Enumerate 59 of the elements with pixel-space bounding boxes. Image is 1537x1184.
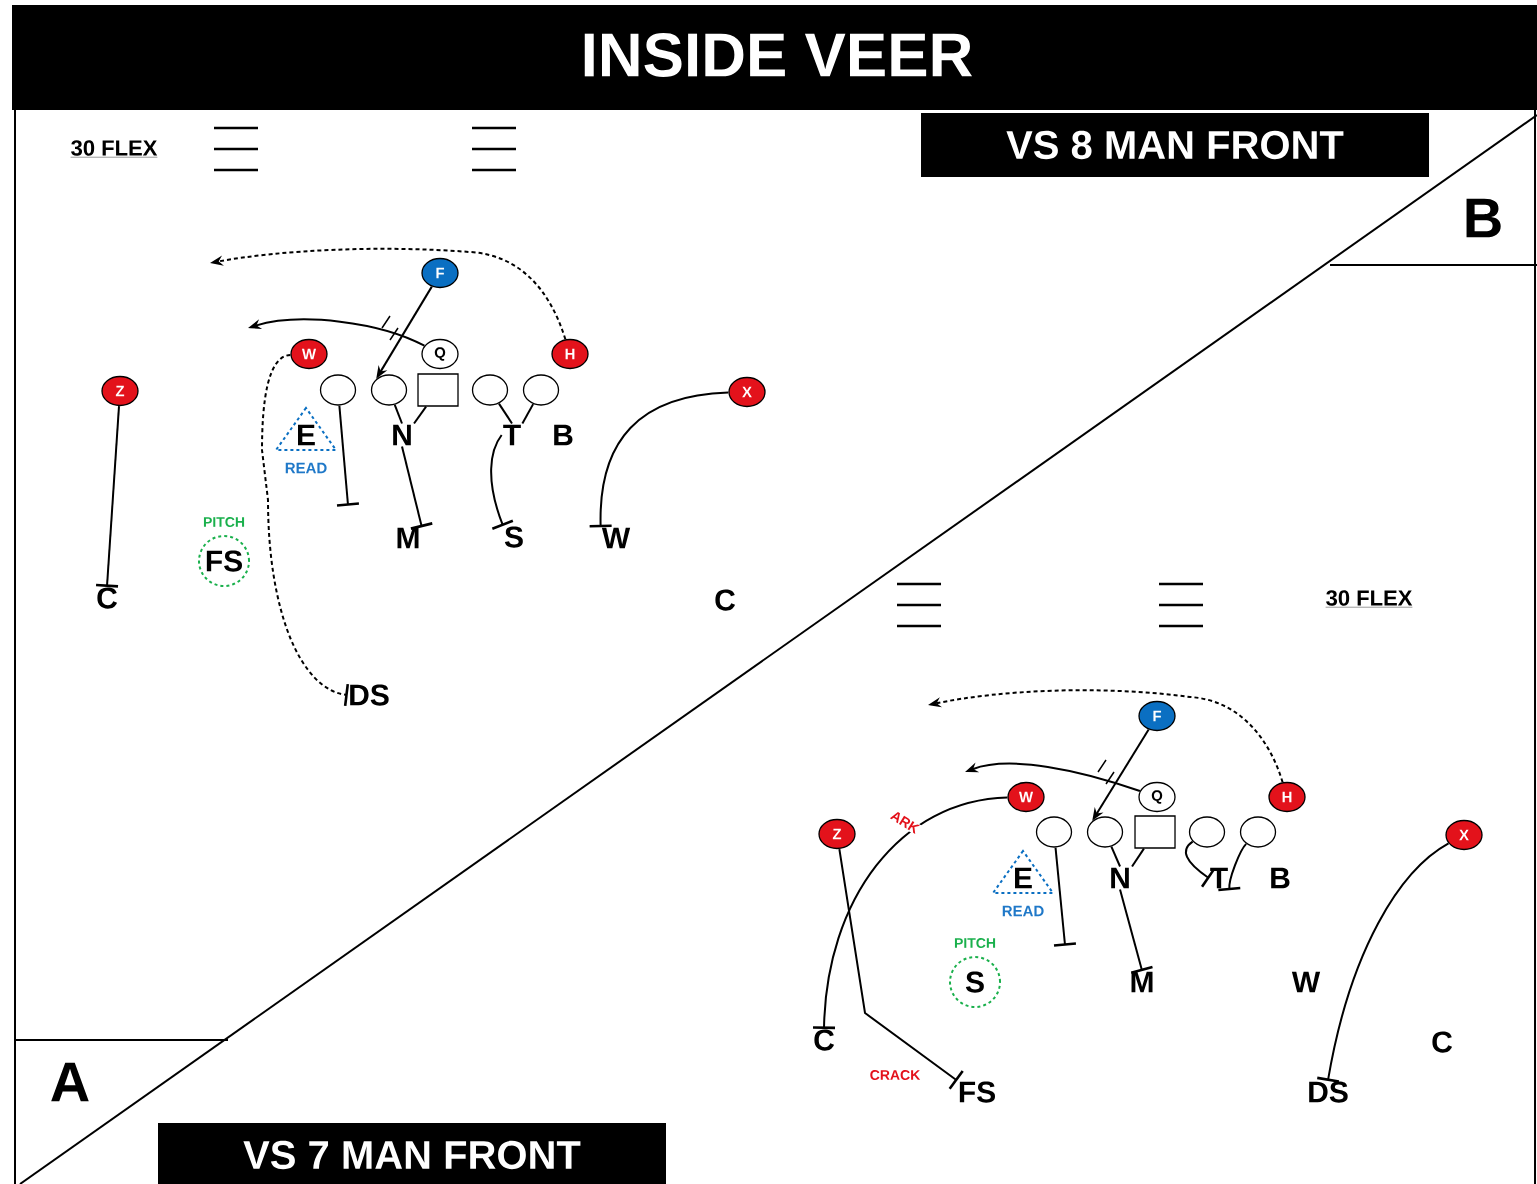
block-line — [336, 404, 360, 507]
defender-letter: C — [97, 587, 117, 609]
lineman-circle — [471, 374, 509, 406]
edge-label: CRACK — [868, 1069, 922, 1081]
defender-letter: B — [1271, 867, 1290, 889]
defender-letter: W — [1291, 971, 1321, 993]
formation-label: 30 FLEX — [70, 140, 158, 158]
block-line — [497, 402, 513, 425]
formation-label: 30 FLEX — [1325, 590, 1413, 608]
defender-letter: M — [1131, 971, 1153, 993]
title-banner: INSIDE VEER — [12, 5, 1537, 110]
pitch-label: PITCH — [203, 517, 245, 527]
defender-letter: T — [1210, 867, 1228, 889]
front-banner: VS 7 MAN FRONT — [158, 1123, 666, 1184]
block-line — [96, 405, 120, 588]
block-line — [261, 353, 350, 707]
block-line — [1110, 845, 1121, 868]
read-label: READ — [285, 462, 327, 474]
block-line — [1053, 846, 1077, 947]
panel-letter: B — [1466, 198, 1501, 238]
defender-letter: DS — [1309, 1081, 1348, 1103]
block-line — [813, 796, 1009, 1030]
block-line — [1119, 888, 1153, 975]
front-banner: VS 8 MAN FRONT — [921, 113, 1429, 177]
block-line — [1317, 842, 1450, 1083]
block-line — [838, 848, 964, 1090]
defender-letter: W — [601, 527, 631, 549]
lineman-circle — [1188, 816, 1226, 848]
defender-letter: DS — [350, 684, 389, 706]
block-line — [393, 403, 403, 425]
block-line — [490, 434, 514, 530]
edge-label: ARK — [888, 808, 922, 836]
center-square — [417, 373, 459, 407]
center-square — [1134, 815, 1176, 849]
lineman-circle — [370, 374, 408, 406]
read-label: READ — [1002, 905, 1044, 917]
defender-letter: B — [554, 424, 573, 446]
lineman-circle — [522, 374, 560, 406]
defender-letter: T — [503, 424, 521, 446]
defender-letter: S — [504, 526, 523, 548]
panel-letter: A — [51, 1062, 89, 1102]
lineman-circle — [1239, 816, 1277, 848]
defender-letter: C — [814, 1029, 834, 1051]
defender-letter: M — [397, 527, 419, 549]
block-line — [1131, 847, 1145, 868]
defender-letter: N — [393, 424, 411, 446]
block-line — [1218, 842, 1248, 892]
lineman-circle — [1086, 816, 1124, 848]
pitch-label: PITCH — [954, 938, 996, 948]
block-line — [413, 405, 428, 425]
lineman-circle — [1035, 816, 1073, 848]
defender-letter: C — [1432, 1031, 1453, 1053]
block-line — [521, 403, 535, 425]
defender-letter: C — [715, 589, 735, 611]
block-line — [589, 391, 730, 528]
lineman-circle — [319, 374, 357, 406]
block-line — [401, 445, 433, 530]
defender-letter: N — [1111, 867, 1129, 889]
defender-letter: FS — [959, 1081, 995, 1103]
